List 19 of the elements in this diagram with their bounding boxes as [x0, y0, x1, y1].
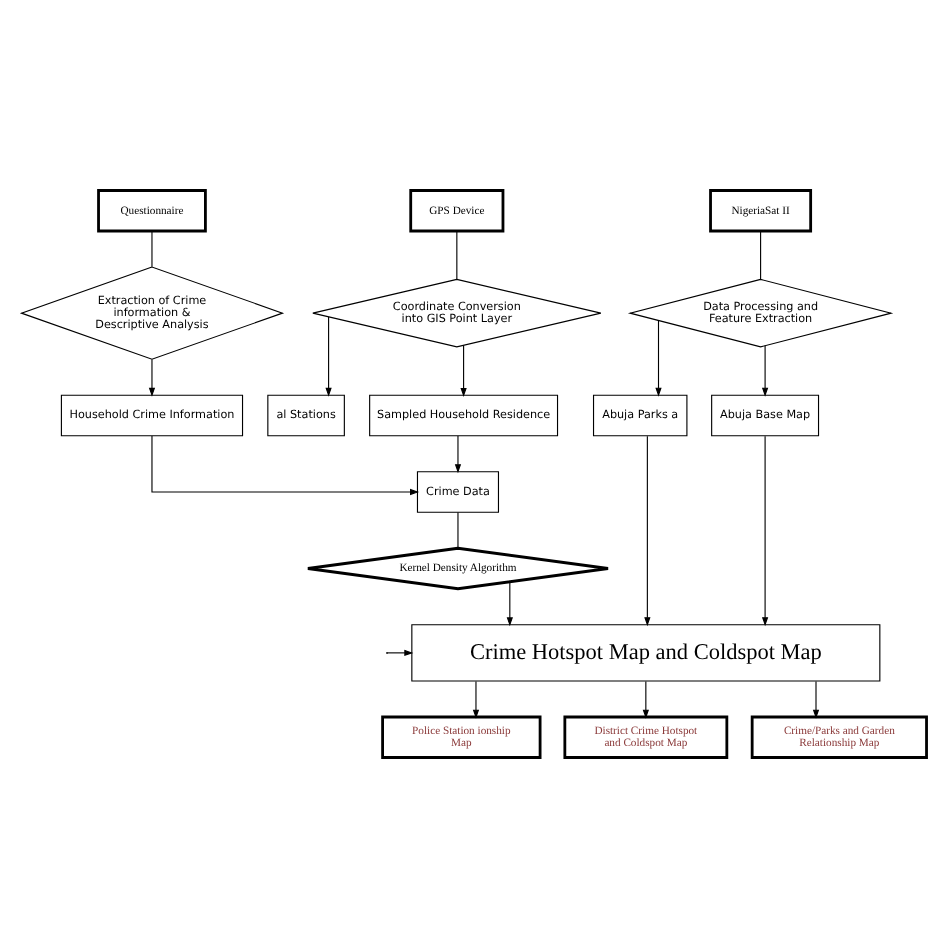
arrow: [454, 435, 462, 474]
arrow: [151, 435, 420, 496]
connector: [456, 230, 458, 280]
arrow: [812, 680, 820, 719]
connector: [457, 511, 459, 549]
arrow: [642, 680, 649, 719]
arrow: [325, 316, 332, 397]
arrow: [472, 680, 480, 719]
arrow: [761, 345, 769, 397]
arrow: [387, 649, 414, 657]
arrow: [460, 344, 467, 397]
connector: [760, 230, 762, 280]
connector: [151, 230, 153, 268]
arrow: [644, 435, 651, 627]
node-box: Crime Hotspot Map and Coldspot Map: [411, 624, 881, 682]
arrow: [148, 358, 156, 397]
arrow: [761, 435, 769, 627]
arrow: [655, 319, 662, 397]
arrow: [506, 581, 513, 627]
